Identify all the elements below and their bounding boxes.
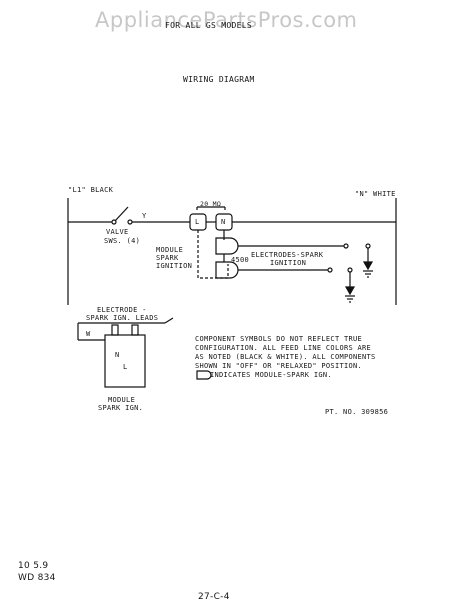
small-module-body [104, 334, 146, 388]
footer-code-2: WD 834 [18, 573, 56, 583]
terminal-n-label: N [221, 218, 226, 226]
models-header: FOR ALL GS MODELS [165, 21, 252, 30]
module-dashed-outline [197, 230, 229, 279]
small-module-lead-1 [111, 324, 119, 336]
electrode-1-gap [365, 243, 371, 249]
electrode-leads-label-1: ELECTRODE - [97, 306, 147, 314]
diagram-title: WIRING DIAGRAM [183, 75, 255, 84]
spark-output-1 [215, 237, 239, 255]
electrode-leads-label-2: SPARK IGN. LEADS [86, 314, 159, 322]
l1-black-label: "L1" BLACK [68, 186, 114, 194]
ground-2-arrow [344, 286, 356, 296]
small-module-lead-2 [131, 324, 139, 336]
resistor-label: 20 MΩ [200, 200, 222, 208]
electrodes-label-2: IGNITION [270, 259, 307, 267]
note-line-5: INDICATES MODULE-SPARK IGN. [210, 371, 332, 379]
footer-page-code: 27-C-4 [198, 592, 230, 600]
legend-module-symbol [196, 370, 212, 380]
switch-y-label: Y [142, 212, 147, 220]
footer-code-1: 10 5.9 [18, 561, 49, 571]
electrode-1-tip [343, 243, 349, 249]
module-label-1: MODULE [156, 246, 184, 254]
valve-switch-blade [114, 206, 129, 222]
terminal-l-label: L [195, 218, 200, 226]
n-white-label: "N" WHITE [355, 190, 396, 198]
electrodes-label-1: ELECTRODES-SPARK [251, 251, 324, 259]
switch-contact-right [127, 219, 133, 225]
leads-pointer-tail [164, 317, 174, 324]
small-module-l: L [123, 363, 128, 371]
electrode-2-tip [327, 267, 333, 273]
part-number: PT. NO. 309856 [325, 408, 389, 416]
module-label-3: IGNITION [156, 262, 193, 270]
small-module-caption-1: MODULE [108, 396, 136, 404]
label-4500: 4500 [231, 256, 250, 264]
electrode-2-gap [347, 267, 353, 273]
valve-label: VALVE [106, 228, 129, 236]
small-module-n: N [115, 351, 120, 359]
valve-switches-label: SWS. (4) [104, 237, 141, 245]
note-line-3: AS NOTED (BLACK & WHITE). ALL COMPONENTS [195, 353, 376, 361]
small-module-w: W [86, 330, 91, 338]
small-module-caption-2: SPARK IGN. [98, 404, 144, 412]
note-line-4: SHOWN IN "OFF" OR "RELAXED" POSITION. [195, 362, 363, 370]
spark-output-2 [215, 261, 239, 279]
note-line-1: COMPONENT SYMBOLS DO NOT REFLECT TRUE [195, 335, 363, 343]
module-label-2: SPARK [156, 254, 179, 262]
ground-1-arrow [362, 261, 374, 271]
watermark: AppliancePartsPros.com [95, 8, 358, 32]
note-line-2: CONFIGURATION. ALL FEED LINE COLORS ARE [195, 344, 372, 352]
